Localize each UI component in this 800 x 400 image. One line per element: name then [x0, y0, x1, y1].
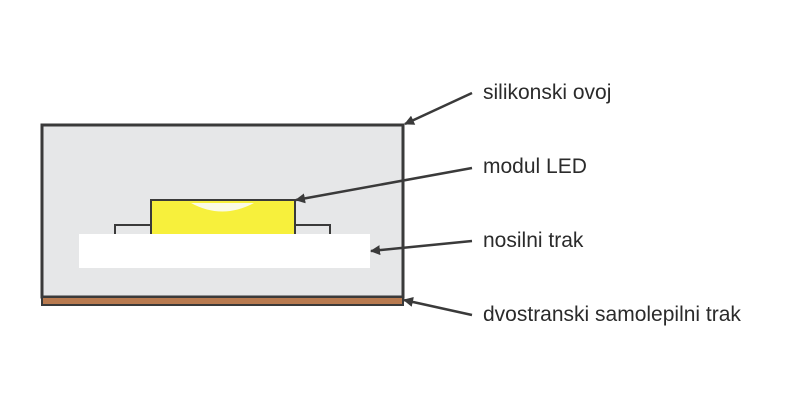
label-carrier-strip: nosilni trak — [483, 229, 584, 252]
label-silicone-casing: silikonski ovoj — [483, 81, 612, 104]
label-adhesive-tape: dvostranski samolepilni trak — [483, 303, 741, 326]
arrow-adhesive — [403, 297, 473, 317]
arrow-silicone — [404, 91, 473, 126]
adhesive-tape — [41, 296, 404, 306]
label-led-module: modul LED — [483, 155, 587, 178]
arrow-carrier — [370, 239, 473, 256]
carrier-strip — [79, 234, 370, 268]
led-highlight — [191, 203, 254, 212]
arrow-led — [295, 166, 473, 204]
